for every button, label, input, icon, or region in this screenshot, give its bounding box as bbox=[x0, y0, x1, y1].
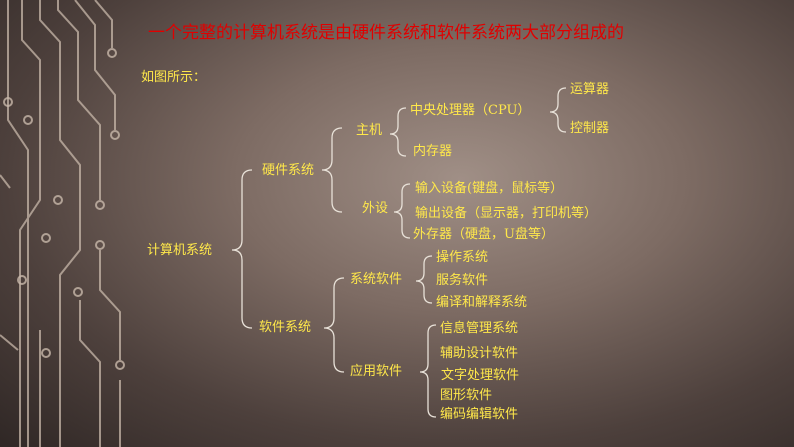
hardware-label: 硬件系统 bbox=[262, 163, 315, 178]
compiler-label: 编译和解释系统 bbox=[436, 295, 528, 310]
application-software-label: 应用软件 bbox=[350, 364, 403, 379]
circuit-decoration bbox=[0, 0, 125, 447]
brace-hardware bbox=[321, 127, 343, 213]
peripherals-label: 外设 bbox=[362, 201, 389, 216]
cpu-label: 中央处理器（CPU） bbox=[410, 103, 531, 118]
memory-label: 内存器 bbox=[413, 144, 453, 159]
brace-application-software bbox=[419, 324, 437, 418]
tree-root-label: 计算机系统 bbox=[147, 243, 213, 258]
graphics-software-label: 图形软件 bbox=[440, 388, 493, 403]
brace-software bbox=[323, 277, 345, 373]
slide-title: 一个完整的计算机系统是由硬件系统和软件系统两大部分组成的 bbox=[148, 23, 624, 43]
info-management-label: 信息管理系统 bbox=[440, 321, 519, 336]
control-unit-label: 控制器 bbox=[570, 121, 610, 136]
system-software-label: 系统软件 bbox=[350, 272, 403, 287]
host-label: 主机 bbox=[356, 123, 383, 138]
brace-root bbox=[231, 169, 253, 329]
brace-cpu bbox=[549, 87, 567, 133]
brace-host bbox=[389, 107, 407, 157]
service-software-label: 服务软件 bbox=[436, 273, 489, 288]
brace-system-software bbox=[415, 255, 433, 304]
external-storage-label: 外存器（硬盘，U盘等） bbox=[413, 227, 554, 242]
os-label: 操作系统 bbox=[436, 250, 489, 265]
output-devices-label: 输出设备（显示器，打印机等） bbox=[415, 206, 598, 221]
slide-subtitle: 如图所示： bbox=[141, 70, 207, 85]
software-label: 软件系统 bbox=[259, 320, 312, 335]
brace-peripherals bbox=[393, 183, 411, 239]
input-devices-label: 输入设备(键盘，鼠标等） bbox=[415, 181, 564, 196]
cad-software-label: 辅助设计软件 bbox=[440, 346, 519, 361]
word-processing-label: 文字处理软件 bbox=[441, 368, 520, 383]
alu-label: 运算器 bbox=[570, 82, 610, 97]
code-editor-label: 编码编辑软件 bbox=[440, 407, 519, 422]
